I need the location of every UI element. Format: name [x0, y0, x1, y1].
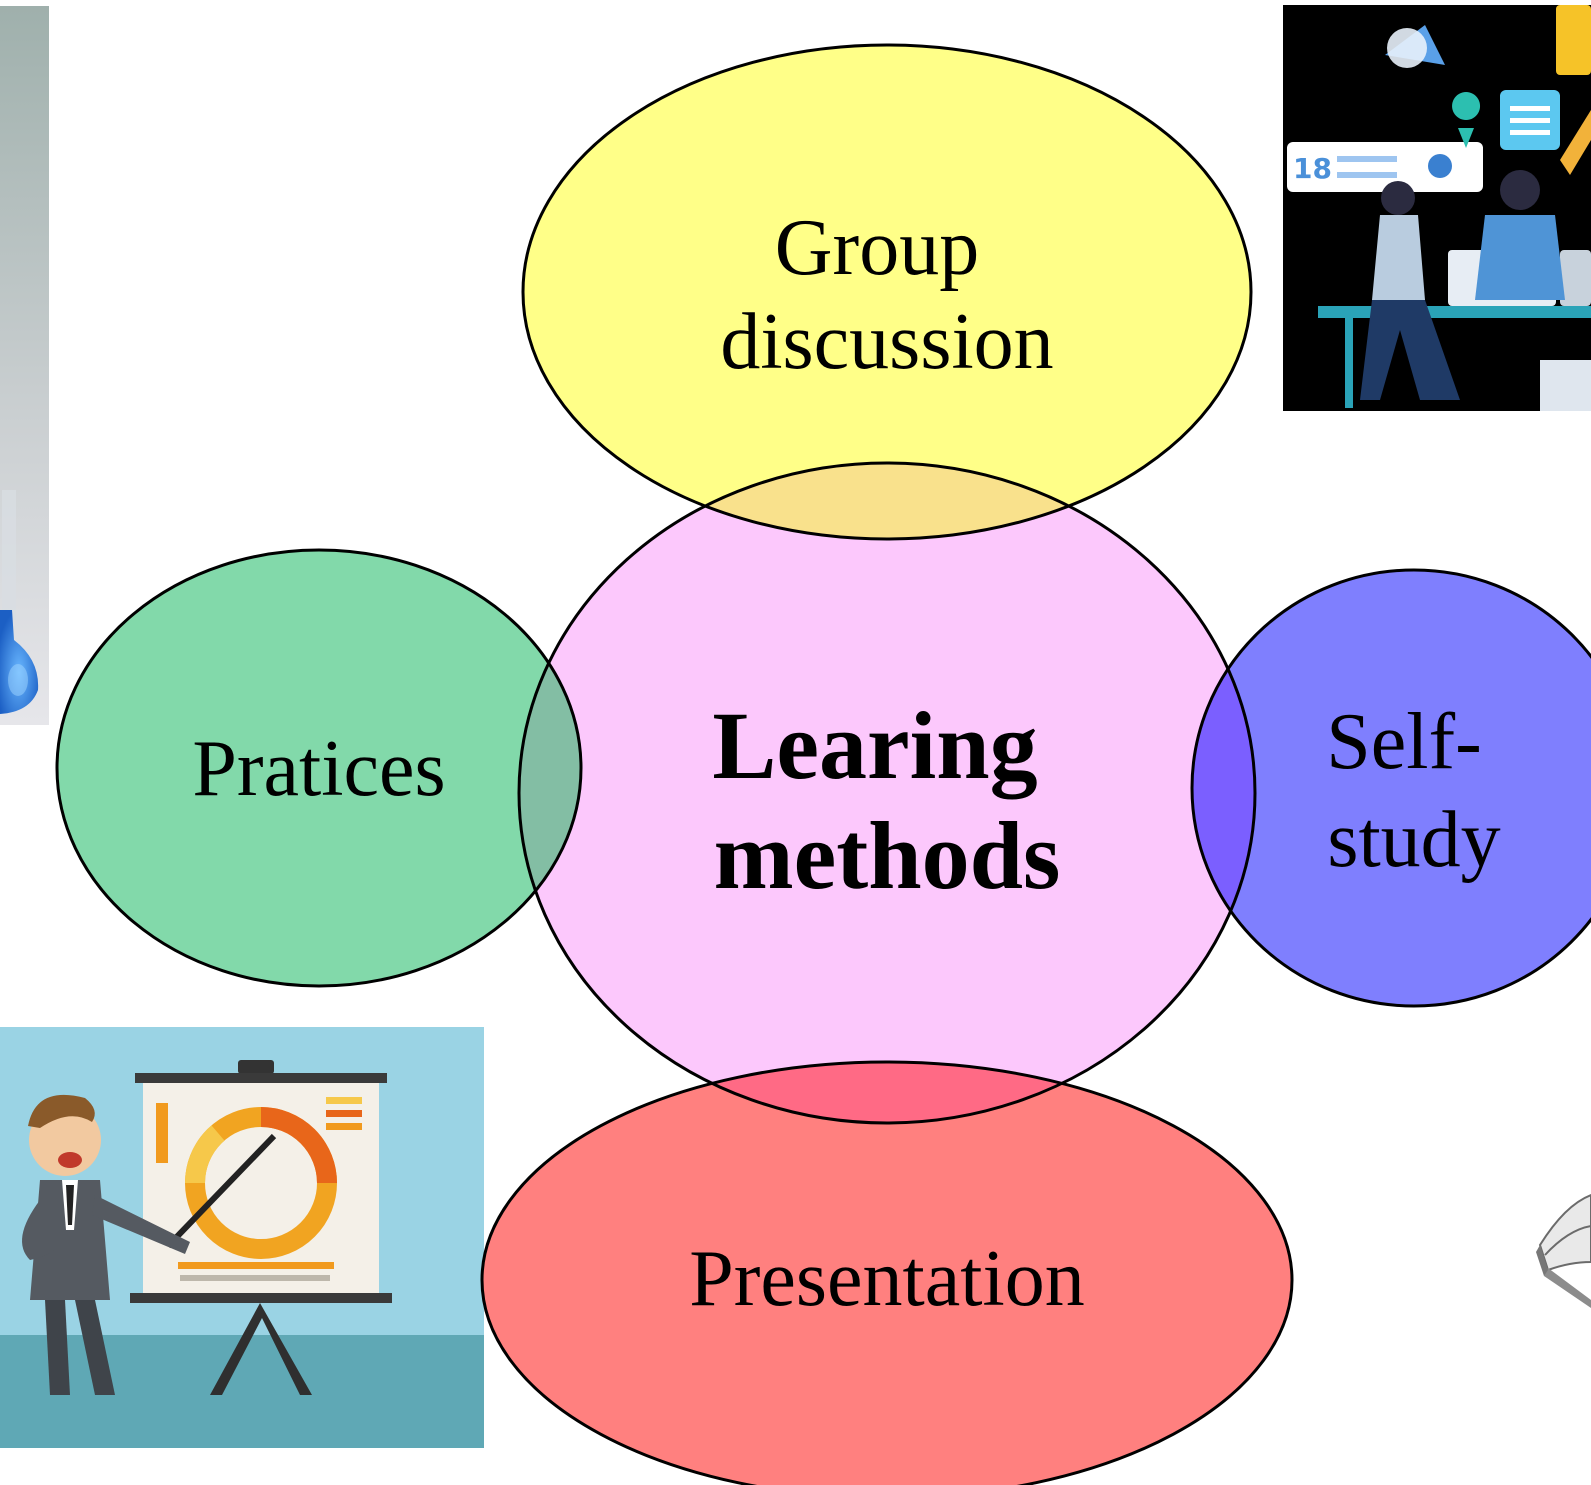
presenter-illustration — [0, 1027, 484, 1448]
right-ellipse — [1192, 570, 1591, 1006]
team-meeting-illustration: 18 — [1283, 5, 1591, 411]
top-node-label: Group discussion — [720, 204, 1053, 386]
ellipse-outlines — [55, 43, 1591, 1485]
svg-text:18: 18 — [1293, 152, 1332, 185]
left-node-label: Pratices — [192, 725, 445, 813]
bottom-node-label: Presentation — [689, 1235, 1084, 1323]
center-ellipse — [519, 463, 1255, 1123]
top-ellipse — [523, 45, 1251, 539]
books-sketch — [1536, 1193, 1591, 1308]
lab-flask-photo — [0, 6, 49, 725]
right-node-label: Self- study — [1326, 698, 1502, 884]
bottom-ellipse — [482, 1062, 1292, 1485]
left-ellipse — [57, 550, 581, 986]
center-node-label: Learing methods — [712, 692, 1061, 909]
